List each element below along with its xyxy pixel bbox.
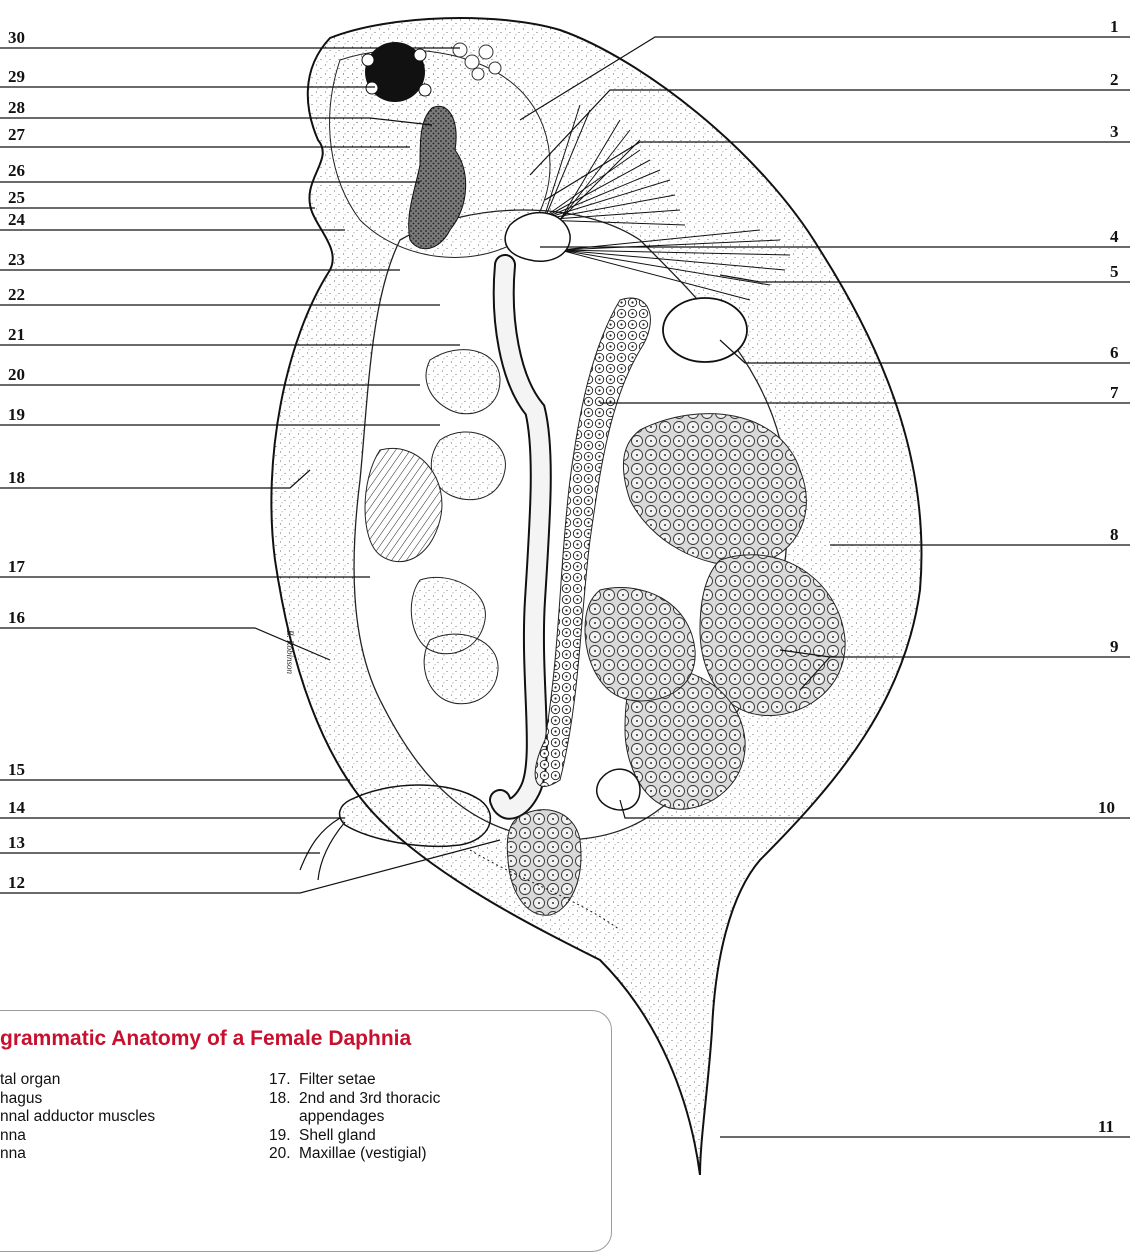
legend-item: hagus <box>0 1090 155 1109</box>
callout-11: 11 <box>1098 1117 1114 1136</box>
legend-text: 2nd and 3rd thoracic <box>299 1090 440 1107</box>
legend-item: 17.Filter setae <box>269 1071 440 1090</box>
heart <box>663 298 747 362</box>
legend-item: 19.Shell gland <box>269 1127 440 1146</box>
legend-title: grammatic Anatomy of a Female Daphnia <box>0 1027 411 1051</box>
callout-3: 3 <box>1110 122 1119 141</box>
legend-number: 20. <box>269 1145 299 1164</box>
signature: B. Robinson <box>285 630 295 674</box>
callout-12: 12 <box>8 873 25 892</box>
callout-16: 16 <box>8 608 25 627</box>
legend-text: Filter setae <box>299 1071 376 1088</box>
callout-4: 4 <box>1110 227 1119 246</box>
callout-28: 28 <box>8 98 25 117</box>
callout-7: 7 <box>1110 383 1119 402</box>
callout-10: 10 <box>1098 798 1115 817</box>
callout-29: 29 <box>8 67 25 86</box>
postabdomen <box>340 785 491 846</box>
legend-item: 20.Maxillae (vestigial) <box>269 1145 440 1164</box>
legend-number: 18. <box>269 1090 299 1109</box>
callouts-right: 1 2 3 4 5 6 7 8 9 10 11 <box>1098 17 1119 1136</box>
legend-item: 18.2nd and 3rd thoracic <box>269 1090 440 1109</box>
callout-9: 9 <box>1110 637 1119 656</box>
legend-item: nna <box>0 1127 155 1146</box>
legend-right-column: 17.Filter setae 18.2nd and 3rd thoracic … <box>269 1071 440 1164</box>
callout-26: 26 <box>8 161 25 180</box>
callout-20: 20 <box>8 365 25 384</box>
callout-23: 23 <box>8 250 25 269</box>
legend-item: nna <box>0 1145 155 1164</box>
legend-left-column: tal organ hagus nnal adductor muscles nn… <box>0 1071 155 1164</box>
callout-18: 18 <box>8 468 25 487</box>
callout-30: 30 <box>8 28 25 47</box>
callout-2: 2 <box>1110 70 1119 89</box>
callouts-left: 30 29 28 27 26 25 24 23 22 21 20 19 18 1… <box>8 28 26 892</box>
callout-17: 17 <box>8 557 26 576</box>
callout-15: 15 <box>8 760 25 779</box>
daphnia-diagram: B. Robinson 1 2 <box>0 0 1134 1175</box>
callout-1: 1 <box>1110 17 1119 36</box>
legend-item: tal organ <box>0 1071 155 1090</box>
callout-21: 21 <box>8 325 25 344</box>
callout-8: 8 <box>1110 525 1119 544</box>
legend-text: Maxillae (vestigial) <box>299 1145 426 1162</box>
abdominal-setae <box>300 818 345 880</box>
callout-6: 6 <box>1110 343 1119 362</box>
legend-text: Shell gland <box>299 1127 376 1144</box>
legend-number: 17. <box>269 1071 299 1090</box>
legend-item-continuation: appendages <box>269 1108 440 1127</box>
callout-19: 19 <box>8 405 25 424</box>
callout-25: 25 <box>8 188 25 207</box>
legend-item: nnal adductor muscles <box>0 1108 155 1127</box>
antenna-base <box>505 213 570 262</box>
callout-13: 13 <box>8 833 25 852</box>
legend-number: 19. <box>269 1127 299 1146</box>
callout-5: 5 <box>1110 262 1119 281</box>
callout-22: 22 <box>8 285 25 304</box>
callout-27: 27 <box>8 125 26 144</box>
callout-24: 24 <box>8 210 26 229</box>
callout-14: 14 <box>8 798 26 817</box>
